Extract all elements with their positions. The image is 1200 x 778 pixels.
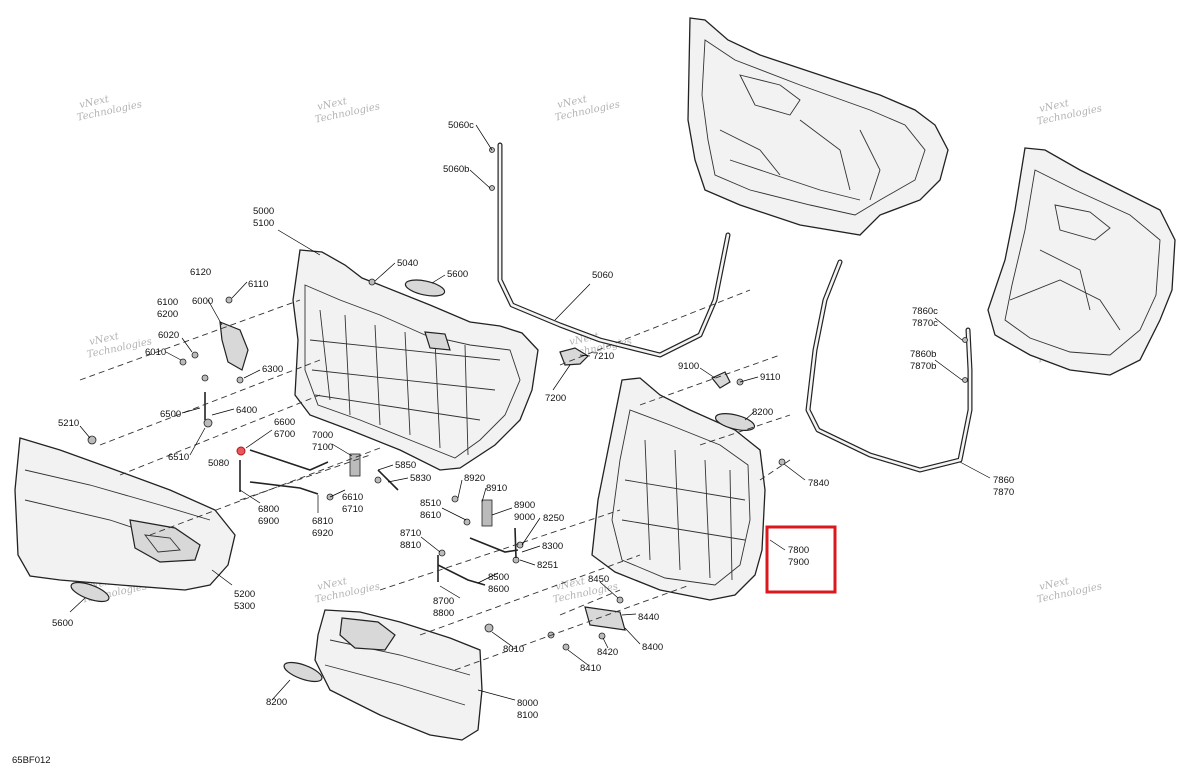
part-label[interactable]: 8510 xyxy=(420,498,441,509)
highlight-box-7800 xyxy=(765,525,837,594)
part-label[interactable]: 8400 xyxy=(642,642,663,653)
part-label[interactable]: 8700 xyxy=(433,596,454,607)
part-label[interactable]: 7870 xyxy=(993,487,1014,498)
part-label[interactable]: 5040 xyxy=(397,258,418,269)
part-label[interactable]: 9100 xyxy=(678,361,699,372)
part-label[interactable]: 6020 xyxy=(158,330,179,341)
part-label[interactable]: 7200 xyxy=(545,393,566,404)
part-label[interactable]: 5830 xyxy=(410,473,431,484)
part-label[interactable]: 7210 xyxy=(593,351,614,362)
part-label[interactable]: 5060c xyxy=(448,120,474,131)
part-label[interactable]: 8200 xyxy=(752,407,773,418)
part-label[interactable]: 8610 xyxy=(420,510,441,521)
part-label[interactable]: 7870b xyxy=(910,361,936,372)
part-label[interactable]: 7800 xyxy=(788,545,809,556)
part-label[interactable]: 7100 xyxy=(312,442,333,453)
part-label[interactable]: 8920 xyxy=(464,473,485,484)
part-label[interactable]: 8810 xyxy=(400,540,421,551)
part-label[interactable]: 8800 xyxy=(433,608,454,619)
part-label[interactable]: 8910 xyxy=(486,483,507,494)
rear-door-frame xyxy=(987,147,1176,376)
part-label[interactable]: 9000 xyxy=(514,512,535,523)
part-label[interactable]: 6900 xyxy=(258,516,279,527)
part-label[interactable]: 6300 xyxy=(262,364,283,375)
part-label[interactable]: 8200 xyxy=(266,697,287,708)
part-label[interactable]: 5080 xyxy=(208,458,229,469)
part-label[interactable]: 5060 xyxy=(592,270,613,281)
front-door-trim xyxy=(14,437,236,591)
part-label[interactable]: 8300 xyxy=(542,541,563,552)
part-label[interactable]: 7860 xyxy=(993,475,1014,486)
part-label[interactable]: 8000 xyxy=(517,698,538,709)
seal-7860 xyxy=(805,259,973,473)
part-label[interactable]: 6710 xyxy=(342,504,363,515)
part-label[interactable]: 8900 xyxy=(514,500,535,511)
part-label[interactable]: 5100 xyxy=(253,218,274,229)
part-label[interactable]: 8600 xyxy=(488,584,509,595)
part-label[interactable]: 8100 xyxy=(517,710,538,721)
part-label[interactable]: 5060b xyxy=(443,164,469,175)
rear-door-panel xyxy=(591,377,766,601)
part-label[interactable]: 7840 xyxy=(808,478,829,489)
part-label[interactable]: 7860c xyxy=(912,306,938,317)
part-label[interactable]: 6600 xyxy=(274,417,295,428)
part-label[interactable]: 6610 xyxy=(342,492,363,503)
part-label[interactable]: 6000 xyxy=(192,296,213,307)
part-label[interactable]: 6510 xyxy=(168,452,189,463)
part-label[interactable]: 7860b xyxy=(910,349,936,360)
part-label[interactable]: 5200 xyxy=(234,589,255,600)
part-label[interactable]: 8250 xyxy=(543,513,564,524)
part-label[interactable]: 5000 xyxy=(253,206,274,217)
part-label[interactable]: 6120 xyxy=(190,267,211,278)
selected-part-marker xyxy=(236,446,246,456)
part-label[interactable]: 8710 xyxy=(400,528,421,539)
part-label[interactable]: 8410 xyxy=(580,663,601,674)
part-label[interactable]: 5600 xyxy=(52,618,73,629)
part-label[interactable]: 7870c xyxy=(912,318,938,329)
part-label[interactable]: 6700 xyxy=(274,429,295,440)
part-label[interactable]: 6100 xyxy=(157,297,178,308)
seal-5060 xyxy=(497,142,731,358)
diagram-code: 65BF012 xyxy=(12,755,51,766)
part-label[interactable]: 8450 xyxy=(588,574,609,585)
part-label[interactable]: 5600 xyxy=(447,269,468,280)
part-label[interactable]: 8500 xyxy=(488,572,509,583)
part-label[interactable]: 6500 xyxy=(160,409,181,420)
part-labels: 5060c 5060b 5060 5000 5100 5040 5600 612… xyxy=(52,120,1014,721)
part-label[interactable]: 5210 xyxy=(58,418,79,429)
part-label[interactable]: 6800 xyxy=(258,504,279,515)
leader-lines xyxy=(69,124,991,701)
part-label[interactable]: 8010 xyxy=(503,644,524,655)
part-label[interactable]: 7000 xyxy=(312,430,333,441)
part-label[interactable]: 6400 xyxy=(236,405,257,416)
assembly-lines xyxy=(79,289,791,671)
part-label[interactable]: 8420 xyxy=(597,647,618,658)
part-label[interactable]: 8251 xyxy=(537,560,558,571)
part-label[interactable]: 5850 xyxy=(395,460,416,471)
part-label[interactable]: 7900 xyxy=(788,557,809,568)
part-label[interactable]: 9110 xyxy=(760,372,780,383)
part-label[interactable]: 6810 xyxy=(312,516,333,527)
rear-door-trim xyxy=(314,609,483,741)
part-label[interactable]: 6010 xyxy=(145,347,166,358)
part-label[interactable]: 5300 xyxy=(234,601,255,612)
small-parts xyxy=(70,147,968,683)
part-label[interactable]: 8440 xyxy=(638,612,659,623)
part-label[interactable]: 6110 xyxy=(248,279,268,290)
part-label[interactable]: 6200 xyxy=(157,309,178,320)
front-door-frame xyxy=(687,17,949,236)
part-label[interactable]: 6920 xyxy=(312,528,333,539)
